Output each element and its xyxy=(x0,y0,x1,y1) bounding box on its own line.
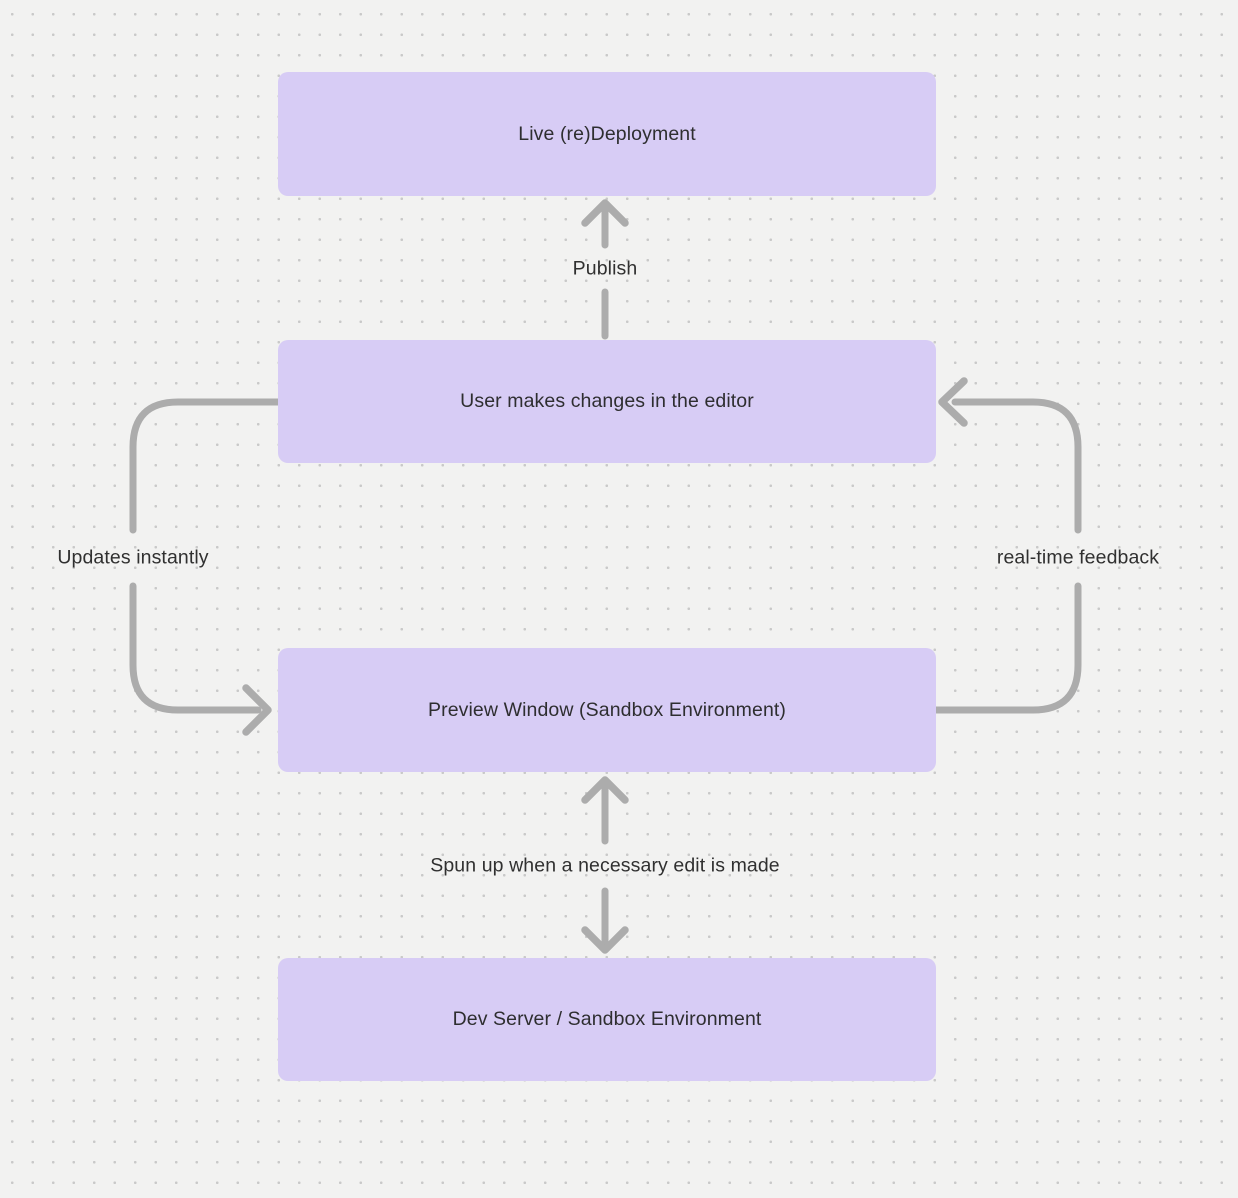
node-preview-window: Preview Window (Sandbox Environment) xyxy=(278,648,936,772)
node-dev-server-label: Dev Server / Sandbox Environment xyxy=(452,1008,762,1030)
node-live-deployment-label: Live (re)Deployment xyxy=(518,122,696,145)
node-user-changes: User makes changes in the editor xyxy=(278,340,936,463)
node-dev-server: Dev Server / Sandbox Environment xyxy=(278,958,936,1081)
edge-label-spun-up: Spun up when a necessary edit is made xyxy=(430,854,780,877)
edge-label-updates-instantly: Updates instantly xyxy=(57,546,209,569)
edge-label-real-time-feedback: real-time feedback xyxy=(996,546,1160,569)
arrow-real-time-feedback xyxy=(932,377,1082,714)
node-preview-window-label: Preview Window (Sandbox Environment) xyxy=(428,698,786,721)
node-user-changes-label: User makes changes in the editor xyxy=(460,390,754,412)
edge-label-publish: Publish xyxy=(572,257,638,280)
node-live-deployment: Live (re)Deployment xyxy=(278,72,936,196)
